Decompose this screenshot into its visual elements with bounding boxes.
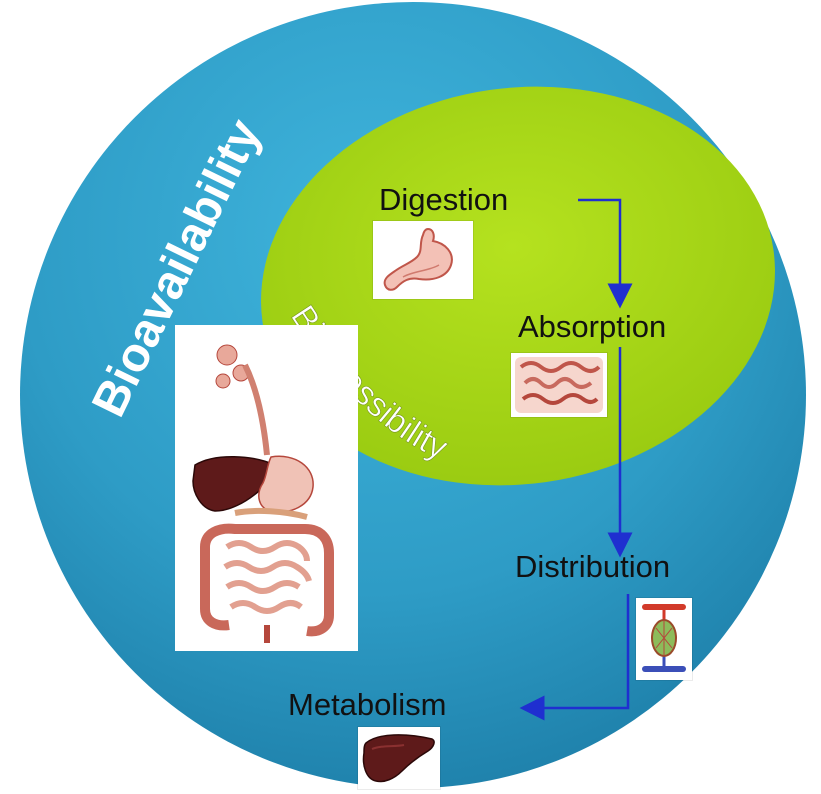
capillary-icon — [636, 598, 692, 680]
stomach-icon — [373, 221, 473, 299]
digestive-system-illustration — [175, 325, 358, 651]
step-absorption-label: Absorption — [518, 311, 666, 342]
liver-icon — [358, 727, 440, 789]
step-digestion-label: Digestion — [379, 184, 508, 215]
step-metabolism-label: Metabolism — [288, 689, 447, 720]
intestine-icon — [511, 353, 607, 417]
step-distribution-label: Distribution — [515, 551, 670, 582]
